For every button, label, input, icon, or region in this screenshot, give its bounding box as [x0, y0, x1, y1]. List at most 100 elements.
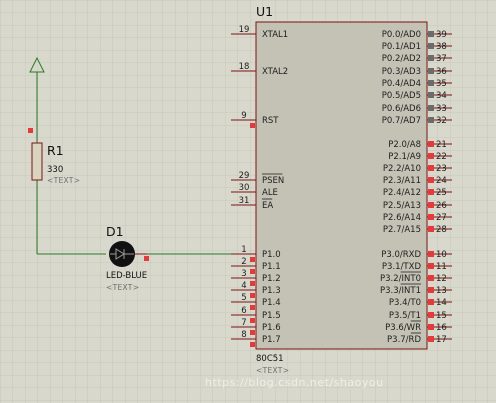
pin-end-marker — [428, 31, 434, 37]
pin-number: 14 — [436, 298, 447, 308]
pin-number: 21 — [436, 140, 447, 150]
resistor-pin-marker-top — [28, 128, 33, 133]
pin-number: 26 — [436, 201, 447, 211]
pin-label: P0.0/AD0 — [382, 30, 421, 40]
pin-end-marker — [250, 269, 255, 274]
pin-end-marker — [428, 324, 434, 330]
pin-label: P3.1/TXD — [382, 262, 422, 272]
pin-label: P1.6 — [262, 323, 281, 333]
pin-label: P2.1/A9 — [388, 152, 421, 162]
right-pin-24[interactable]: 24 P2.3/A11 — [383, 176, 452, 186]
right-pin-35[interactable]: 35 P0.4/AD4 — [382, 79, 452, 89]
pin-end-marker — [428, 177, 434, 183]
resistor-r1[interactable]: R1 330 <TEXT> — [28, 128, 80, 185]
pin-label: P2.4/A12 — [383, 188, 421, 198]
led-d1[interactable]: D1 LED-BLUE <TEXT> — [106, 224, 149, 292]
pin-number: 35 — [436, 79, 447, 89]
pin-end-marker — [250, 330, 255, 335]
pin-end-marker — [250, 281, 255, 286]
pin-number: 12 — [436, 274, 447, 284]
pin-number: 4 — [241, 281, 246, 291]
right-pin-36[interactable]: 36 P0.3/AD3 — [382, 67, 452, 77]
pin-label: P0.5/AD5 — [382, 91, 421, 101]
pin-end-marker — [428, 43, 434, 49]
power-terminal-icon[interactable] — [29, 56, 45, 73]
pin-end-marker — [428, 275, 434, 281]
chip-reference: U1 — [256, 4, 273, 19]
pin-label: P1.1 — [262, 262, 281, 272]
pin-label: XTAL2 — [262, 67, 288, 77]
pin-number: 13 — [436, 286, 447, 296]
pin-end-marker — [428, 263, 434, 269]
pin-number: 23 — [436, 164, 447, 174]
pin-label: P0.2/AD2 — [382, 54, 421, 64]
pin-label: P3.7/RD — [387, 335, 421, 345]
right-pin-25[interactable]: 25 P2.4/A12 — [383, 188, 452, 198]
pin-label: P0.4/AD4 — [382, 79, 421, 89]
pin-number: 25 — [436, 188, 447, 198]
pin-label: P0.3/AD3 — [382, 67, 421, 77]
pin-label: P3.6/WR — [385, 323, 421, 333]
pin-end-marker — [428, 92, 434, 98]
led-pin-marker — [144, 256, 149, 261]
pin-label: P3.5/T1 — [389, 311, 421, 321]
pin-label: P2.7/A15 — [383, 225, 421, 235]
pin-number: 27 — [436, 213, 447, 223]
pin-number: 28 — [436, 225, 447, 235]
pin-label: P1.3 — [262, 286, 281, 296]
pin-end-marker — [250, 305, 255, 310]
pin-label: P0.7/AD7 — [382, 116, 421, 126]
pin-number: 1 — [241, 245, 246, 255]
pin-number: 7 — [241, 318, 246, 328]
right-pin-23[interactable]: 23 P2.2/A10 — [383, 164, 452, 174]
pin-label: P2.3/A11 — [383, 176, 421, 186]
pin-number: 10 — [436, 250, 447, 260]
pin-label: P2.2/A10 — [383, 164, 421, 174]
led-reference: D1 — [106, 224, 124, 239]
pin-label: ALE — [262, 188, 278, 198]
right-pin-13[interactable]: 13 P3.3/INT1 — [380, 283, 452, 296]
pin-number: 36 — [436, 67, 447, 77]
pin-number: 24 — [436, 176, 447, 186]
right-pin-28[interactable]: 28 P2.7/A15 — [383, 225, 452, 235]
pin-end-marker — [428, 312, 434, 318]
pin-end-marker — [428, 251, 434, 257]
pin-label: P1.0 — [262, 250, 281, 260]
pin-label: P3.3/INT1 — [380, 286, 421, 296]
chip-text-placeholder: <TEXT> — [256, 366, 289, 375]
pin-number: 30 — [239, 183, 250, 193]
pin-label: PSEN — [262, 176, 284, 186]
